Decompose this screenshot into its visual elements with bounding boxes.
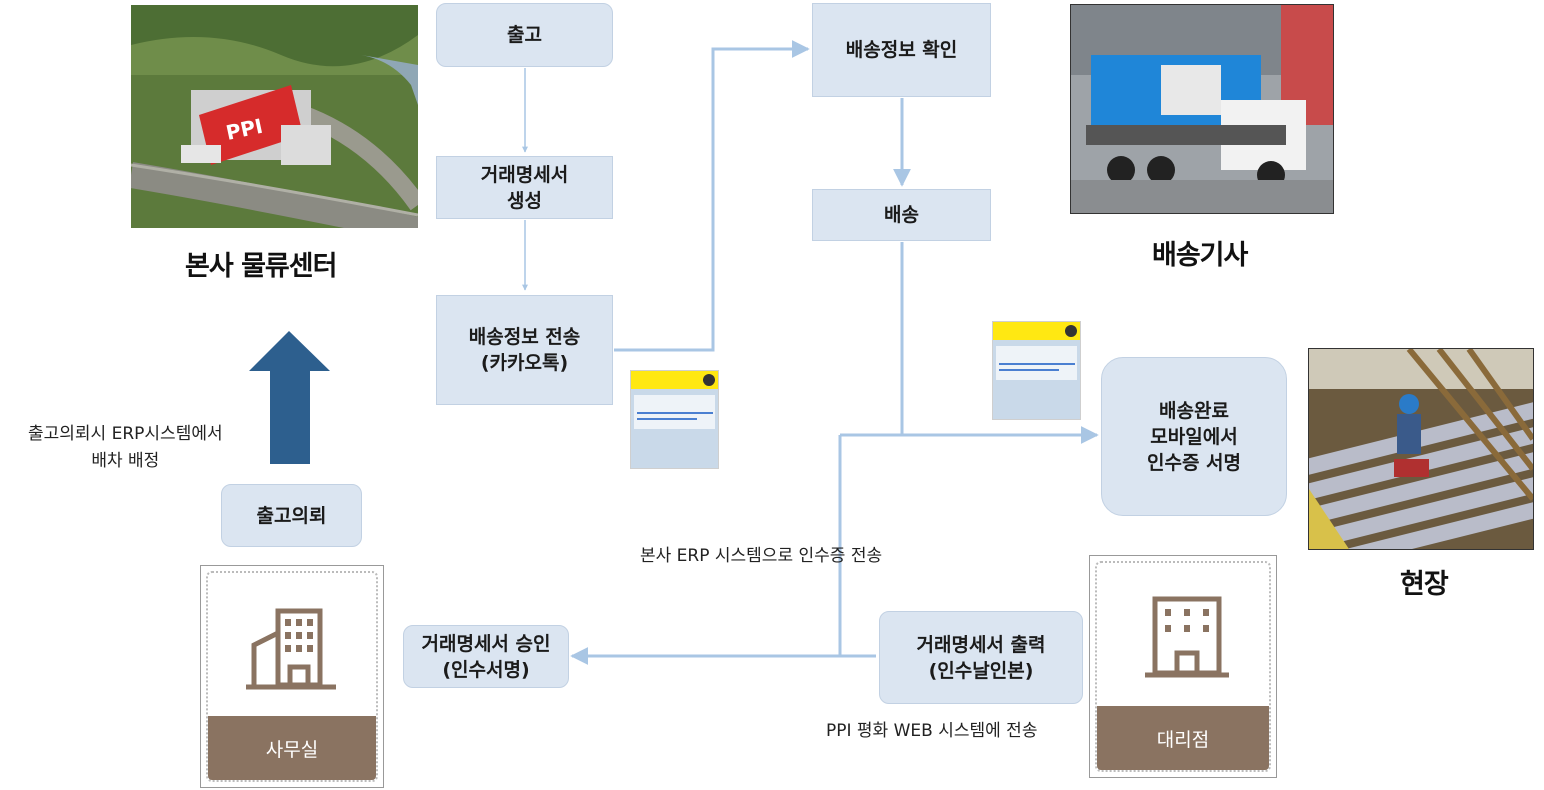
- label-erp-receipt: 본사 ERP 시스템으로 인수증 전송: [640, 546, 883, 566]
- arrow-send-to-check: [614, 40, 810, 352]
- node-statement-approve-line1: 거래명세서 승인: [421, 632, 551, 655]
- node-statement-approve-line2: (인수서명): [442, 658, 530, 681]
- node-delivery-info-check-label: 배송정보 확인: [845, 39, 958, 61]
- label-erp-dispatch-line1: 출고의뢰시 ERP시스템에서: [28, 424, 223, 444]
- truck-photo: [1070, 4, 1334, 214]
- label-web-send: PPI 평화 WEB 시스템에 전송: [826, 721, 1038, 741]
- node-delivery-complete-line3: 인수증 서명: [1146, 451, 1241, 474]
- node-statement-print-line1: 거래명세서 출력: [916, 633, 1046, 656]
- hq-photo: PPI: [131, 5, 418, 228]
- node-statement-print: 거래명세서 출력 (인수날인본): [879, 611, 1083, 704]
- node-delivery-complete-line2: 모바일에서: [1150, 425, 1238, 448]
- office-card: 사무실: [200, 565, 384, 788]
- agency-card: 대리점: [1089, 555, 1277, 778]
- office-card-label: 사무실: [208, 716, 376, 780]
- label-erp-dispatch: 출고의뢰시 ERP시스템에서 배차 배정: [28, 421, 223, 475]
- node-statement-gen-line2: 생성: [507, 189, 542, 212]
- node-release-request: 출고의뢰: [221, 484, 362, 547]
- node-release-request-label: 출고의뢰: [256, 504, 327, 527]
- node-statement-gen-line1: 거래명세서: [480, 163, 569, 186]
- node-delivery-info-send-line2: (카카오톡): [480, 352, 569, 374]
- node-delivery: 배송: [812, 189, 991, 241]
- node-delivery-info-check: 배송정보 확인: [812, 3, 991, 97]
- office-building-icon: [246, 608, 336, 690]
- up-arrow-icon: [249, 331, 330, 464]
- node-delivery-info-send: 배송정보 전송 (카카오톡): [436, 295, 613, 405]
- node-delivery-label: 배송: [884, 204, 919, 226]
- node-chulgo: 출고: [436, 3, 613, 67]
- site-photo: [1308, 348, 1534, 550]
- node-delivery-complete: 배송완료 모바일에서 인수증 서명: [1101, 357, 1287, 516]
- hq-caption: 본사 물류센터: [185, 251, 337, 282]
- agency-card-label: 대리점: [1097, 706, 1269, 770]
- node-statement-approve: 거래명세서 승인 (인수서명): [403, 625, 569, 688]
- agency-building-icon: [1145, 596, 1229, 678]
- site-caption: 현장: [1400, 569, 1449, 600]
- node-delivery-complete-line1: 배송완료: [1159, 399, 1229, 422]
- node-statement-print-line2: (인수날인본): [928, 659, 1034, 682]
- kakao-message-thumbnail-2: [992, 321, 1081, 420]
- label-erp-dispatch-line2: 배차 배정: [91, 451, 160, 471]
- node-statement-gen: 거래명세서 생성: [436, 156, 613, 219]
- kakao-message-thumbnail-1: [630, 370, 719, 469]
- node-chulgo-label: 출고: [507, 24, 542, 46]
- node-delivery-info-send-line1: 배송정보 전송: [468, 326, 581, 348]
- driver-caption: 배송기사: [1152, 240, 1248, 271]
